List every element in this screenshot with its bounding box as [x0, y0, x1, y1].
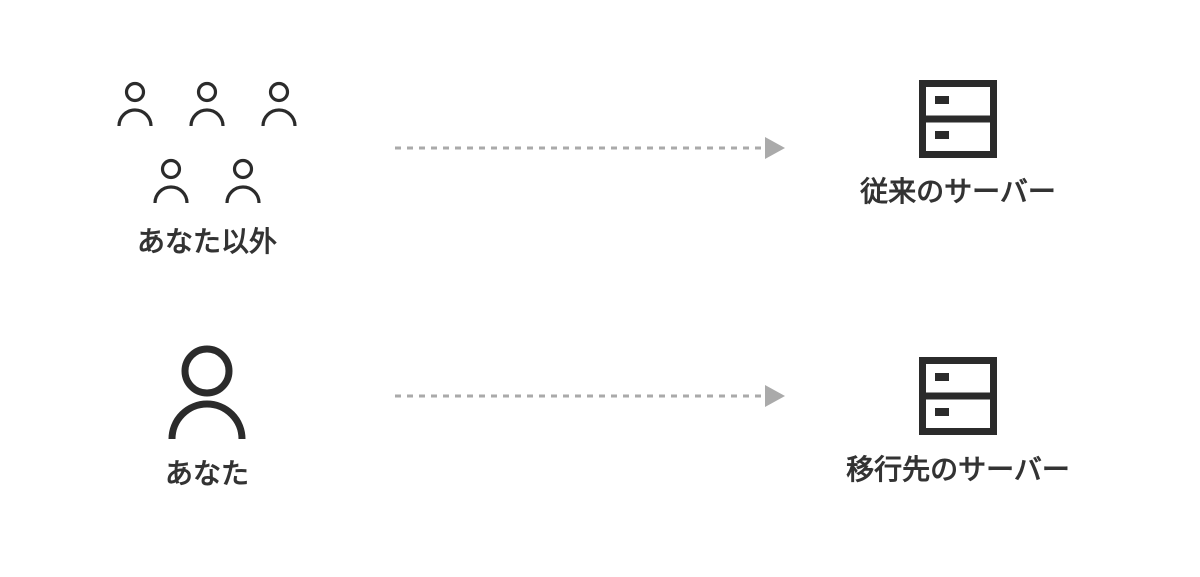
person-icon [117, 81, 153, 127]
others-label: あなた以外 [136, 225, 277, 258]
server-icon [919, 80, 997, 158]
person-icon [261, 81, 297, 127]
server-icon [919, 357, 997, 435]
person-icon [168, 345, 246, 440]
person-icon [153, 158, 189, 204]
you-label: あなた [164, 457, 249, 490]
destination-server-label: 移行先のサーバー [846, 453, 1070, 486]
person-icon [225, 158, 261, 204]
person-icon [189, 81, 225, 127]
dashed-arrow [395, 385, 785, 407]
current-server-label: 従来のサーバー [860, 175, 1056, 208]
dashed-arrow [395, 137, 785, 159]
